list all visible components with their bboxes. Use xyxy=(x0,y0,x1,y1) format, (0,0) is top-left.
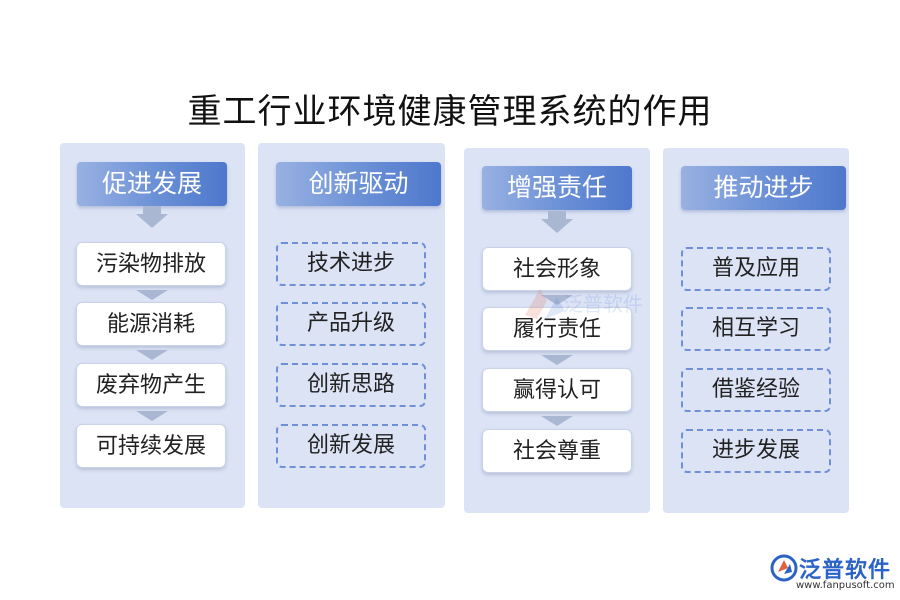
arrow-icon xyxy=(136,290,168,300)
list-item: 可持续发展 xyxy=(76,424,226,468)
column-header: 增强责任 xyxy=(482,166,632,210)
brand-logo-icon xyxy=(770,554,798,582)
brand-logo: 泛普软件 www.fanpusoft.com xyxy=(770,552,895,596)
column-header: 创新驱动 xyxy=(276,162,441,206)
column-header: 促进发展 xyxy=(77,162,227,206)
list-item: 技术进步 xyxy=(276,242,426,286)
list-item: 废弃物产生 xyxy=(76,363,226,407)
brand-logo-text: 泛普软件 xyxy=(799,558,892,583)
list-item: 赢得认可 xyxy=(482,368,632,412)
list-item: 产品升级 xyxy=(276,302,426,346)
list-item: 普及应用 xyxy=(681,247,831,291)
arrow-icon xyxy=(136,411,168,421)
list-item: 污染物排放 xyxy=(76,242,226,286)
arrow-icon xyxy=(541,219,573,233)
arrow-icon xyxy=(541,416,573,426)
list-item: 社会形象 xyxy=(482,247,632,291)
list-item: 借鉴经验 xyxy=(681,368,831,412)
list-item: 创新思路 xyxy=(276,363,426,407)
diagram-title: 重工行业环境健康管理系统的作用 xyxy=(187,92,713,132)
column-header: 推动进步 xyxy=(681,166,846,210)
list-item: 进步发展 xyxy=(681,429,831,473)
list-item: 社会尊重 xyxy=(482,429,632,473)
arrow-icon xyxy=(136,350,168,360)
brand-logo-url: www.fanpusoft.com xyxy=(796,580,895,591)
arrow-icon xyxy=(143,206,161,214)
arrow-icon xyxy=(541,295,573,305)
arrow-icon xyxy=(548,211,566,219)
list-item: 履行责任 xyxy=(482,307,632,351)
arrow-icon xyxy=(136,214,168,228)
list-item: 能源消耗 xyxy=(76,302,226,346)
list-item: 相互学习 xyxy=(681,307,831,351)
list-item: 创新发展 xyxy=(276,424,426,468)
arrow-icon xyxy=(541,355,573,365)
